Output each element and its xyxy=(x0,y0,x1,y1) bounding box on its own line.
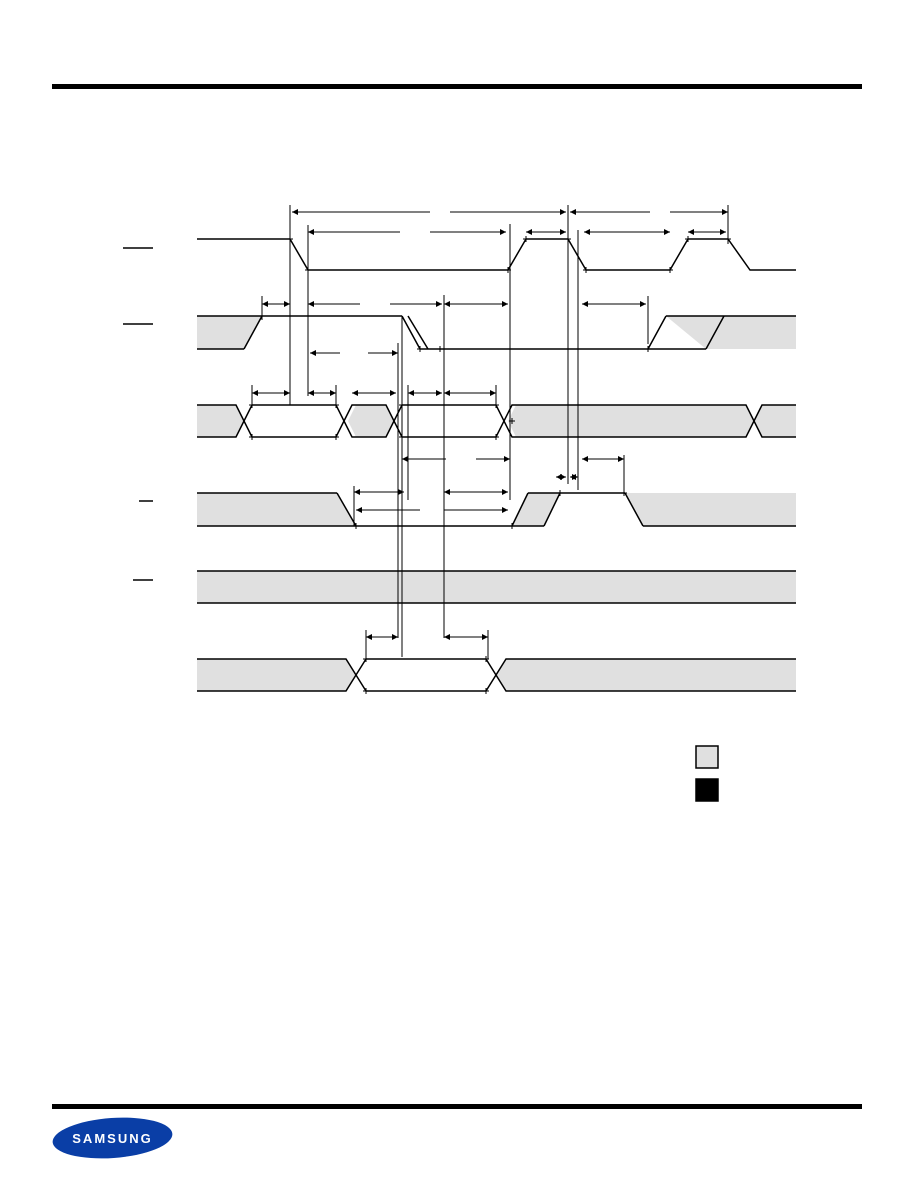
dim-pulse-high2-arrow-l xyxy=(688,229,694,235)
dim-d-arrow-r xyxy=(640,301,646,307)
signal4-rise-b xyxy=(543,492,561,527)
bus-shade-3 xyxy=(508,405,754,437)
dim-cycle-arrow-l xyxy=(292,209,298,215)
dim-e-arrow-r xyxy=(392,350,398,356)
dim-s-arrow-r xyxy=(482,634,488,640)
legend-swatch-light xyxy=(695,745,719,769)
signal2-shade-right xyxy=(666,316,796,349)
dim-c-arrow-l xyxy=(444,301,450,307)
dim-f-arrow-l xyxy=(252,390,258,396)
dim-cycle2-arrow-l xyxy=(570,209,576,215)
dout-waveform-a xyxy=(197,658,796,692)
dout-shade-right xyxy=(496,659,796,691)
dim-pulse-high2-arrow-r xyxy=(720,229,726,235)
legend xyxy=(695,745,719,802)
dim-cycle2-arrow-r xyxy=(722,209,728,215)
samsung-logo xyxy=(52,1117,173,1159)
dim-k-arrow-l xyxy=(402,456,408,462)
signal4-shade-left xyxy=(197,493,356,526)
signal2-rise2b xyxy=(705,315,725,350)
dim-n-arrow-r xyxy=(572,474,578,480)
dim-d-arrow-l xyxy=(582,301,588,307)
dim-m-arrow-r xyxy=(560,474,566,480)
dim-j-arrow-l xyxy=(444,390,450,396)
header-rule xyxy=(52,84,862,89)
dim-l-arrow-r xyxy=(618,456,624,462)
dim-p-arrow-r xyxy=(502,489,508,495)
dim-g-arrow-r xyxy=(330,390,336,396)
dim-pulse-low2-arrow-r xyxy=(664,229,670,235)
dim-b-arrow-r xyxy=(436,301,442,307)
dim-k-arrow-r xyxy=(504,456,510,462)
footer-rule xyxy=(52,1104,862,1109)
signal-lines xyxy=(123,205,796,694)
dim-c-arrow-r xyxy=(502,301,508,307)
bus-shade-2 xyxy=(348,405,394,437)
dim-setup-a-arrow-l xyxy=(262,301,268,307)
signal2-fall1b xyxy=(407,315,429,350)
dim-b-arrow-l xyxy=(308,301,314,307)
signal5-shade xyxy=(197,571,796,603)
dim-q-arrow-l xyxy=(356,507,362,513)
dim-f-arrow-r xyxy=(284,390,290,396)
dim-q-arrow-r xyxy=(502,507,508,513)
dout-shade-left xyxy=(197,659,356,691)
dim-pulse-high-arrow-l xyxy=(526,229,532,235)
dout-waveform-b xyxy=(197,658,796,692)
samsung-logo-text: SAMSUNG xyxy=(72,1130,153,1146)
dim-pulse-low-arrow-l xyxy=(308,229,314,235)
dim-i-arrow-l xyxy=(408,390,414,396)
dim-r-arrow-r xyxy=(392,634,398,640)
signal2-fall1a xyxy=(401,315,421,350)
legend-swatch-dark xyxy=(695,778,719,802)
dim-l-arrow-l xyxy=(582,456,588,462)
dim-cycle-arrow-r xyxy=(560,209,566,215)
dim-g-arrow-l xyxy=(308,390,314,396)
dim-pulse-low-arrow-r xyxy=(500,229,506,235)
signal4-rise-a xyxy=(511,492,529,527)
signal2-rise1 xyxy=(243,315,263,350)
dim-s-arrow-l xyxy=(444,634,450,640)
signal4-shade-right xyxy=(625,493,796,526)
dim-r-arrow-l xyxy=(366,634,372,640)
bus-shade-4 xyxy=(754,405,796,437)
signal2-shade-left xyxy=(197,316,262,349)
dim-j-arrow-r xyxy=(490,390,496,396)
dim-setup-a-arrow-r xyxy=(284,301,290,307)
bus-shade-1 xyxy=(197,405,244,437)
shaded-regions xyxy=(197,316,796,691)
bus-waveform-b xyxy=(197,404,796,438)
signal4-fall xyxy=(336,492,357,527)
signal4-fall2 xyxy=(624,492,644,527)
dim-e-arrow-l xyxy=(310,350,316,356)
dim-i-arrow-r xyxy=(436,390,442,396)
signal2-rise2a xyxy=(647,315,667,350)
dim-p-arrow-l xyxy=(444,489,450,495)
dim-pulse-low2-arrow-l xyxy=(584,229,590,235)
signal1-waveform xyxy=(197,238,796,271)
dim-pulse-high-arrow-r xyxy=(560,229,566,235)
dim-o-arrow-r xyxy=(398,489,404,495)
dim-h-arrow-r xyxy=(390,390,396,396)
dim-o-arrow-l xyxy=(354,489,360,495)
dim-h-arrow-l xyxy=(352,390,358,396)
